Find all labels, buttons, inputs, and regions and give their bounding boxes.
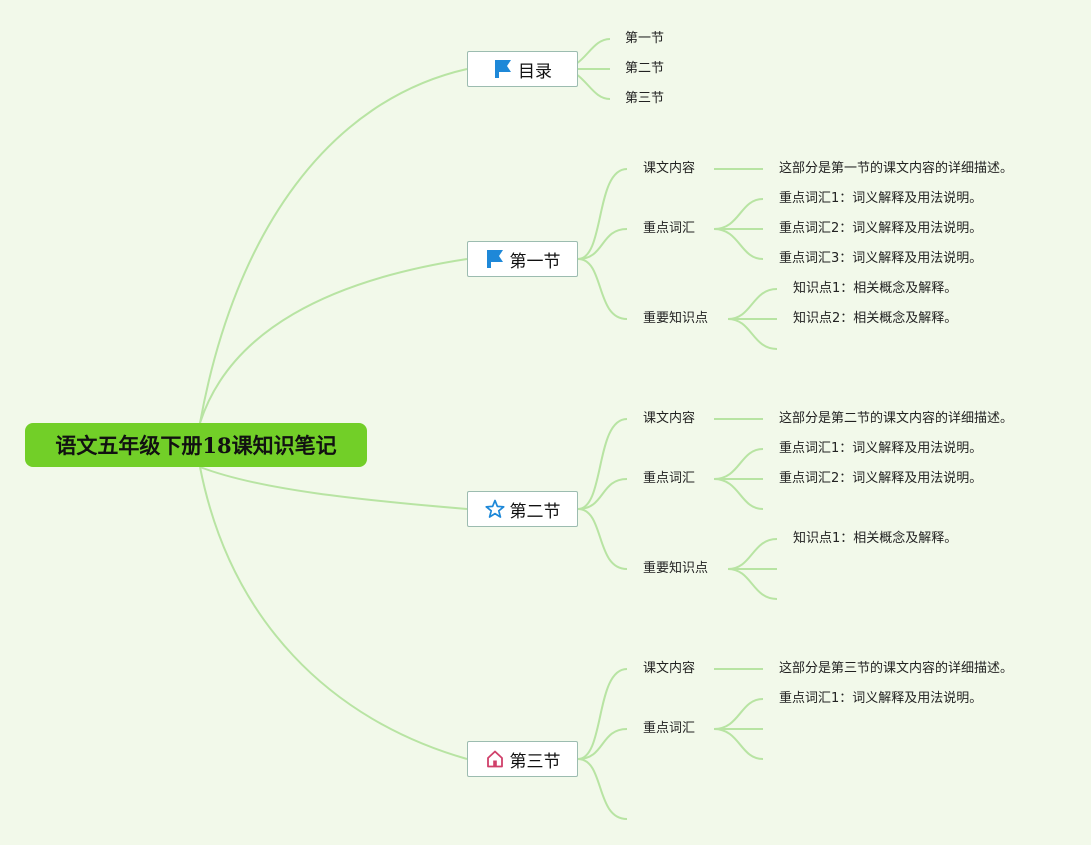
content-description[interactable]: 这部分是第一节的课文内容的详细描述。 bbox=[779, 161, 1014, 176]
topic-label: 目录 bbox=[518, 61, 552, 82]
root-topic[interactable]: 语文五年级下册18课知识笔记 bbox=[25, 423, 367, 467]
topic-label: 第三节 bbox=[509, 751, 561, 772]
flag-icon bbox=[493, 59, 513, 79]
toc-item[interactable]: 第二节 bbox=[625, 61, 665, 76]
vocab-item[interactable]: 重点词汇1：词义解释及用法说明。 bbox=[779, 441, 983, 456]
topic-section-3[interactable]: 第三节 bbox=[467, 741, 578, 777]
topic-section-2[interactable]: 第二节 bbox=[467, 491, 578, 527]
subtopic-vocab[interactable]: 重点词汇 bbox=[643, 221, 696, 236]
flag-icon bbox=[485, 249, 505, 269]
root-title: 语文五年级下册18课知识笔记 bbox=[55, 433, 337, 458]
subtopic-content[interactable]: 课文内容 bbox=[643, 411, 696, 426]
subtopic-vocab[interactable]: 重点词汇 bbox=[643, 471, 696, 486]
subtopic-vocab[interactable]: 重点词汇 bbox=[643, 721, 696, 736]
topic-toc[interactable]: 目录 bbox=[467, 51, 578, 87]
topic-label: 第一节 bbox=[509, 251, 561, 272]
vocab-item[interactable]: 重点词汇1：词义解释及用法说明。 bbox=[779, 191, 983, 206]
knowledge-point[interactable]: 知识点1：相关概念及解释。 bbox=[793, 531, 958, 546]
content-description[interactable]: 这部分是第三节的课文内容的详细描述。 bbox=[779, 661, 1014, 676]
vocab-item[interactable]: 重点词汇2：词义解释及用法说明。 bbox=[779, 471, 983, 486]
vocab-item[interactable]: 重点词汇2：词义解释及用法说明。 bbox=[779, 221, 983, 236]
home-icon bbox=[485, 749, 505, 769]
vocab-item[interactable]: 重点词汇3：词义解释及用法说明。 bbox=[779, 251, 983, 266]
star-icon bbox=[484, 499, 505, 519]
subtopic-points[interactable]: 重要知识点 bbox=[643, 311, 709, 326]
toc-item[interactable]: 第三节 bbox=[625, 91, 665, 106]
subtopic-content[interactable]: 课文内容 bbox=[643, 161, 696, 176]
topic-section-1[interactable]: 第一节 bbox=[467, 241, 578, 277]
topic-label: 第二节 bbox=[509, 501, 561, 522]
subtopic-content[interactable]: 课文内容 bbox=[643, 661, 696, 676]
subtopic-points[interactable]: 重要知识点 bbox=[643, 561, 709, 576]
knowledge-point[interactable]: 知识点1：相关概念及解释。 bbox=[793, 281, 958, 296]
vocab-item[interactable]: 重点词汇1：词义解释及用法说明。 bbox=[779, 691, 983, 706]
toc-item[interactable]: 第一节 bbox=[625, 31, 665, 46]
content-description[interactable]: 这部分是第二节的课文内容的详细描述。 bbox=[779, 411, 1014, 426]
knowledge-point[interactable]: 知识点2：相关概念及解释。 bbox=[793, 311, 958, 326]
